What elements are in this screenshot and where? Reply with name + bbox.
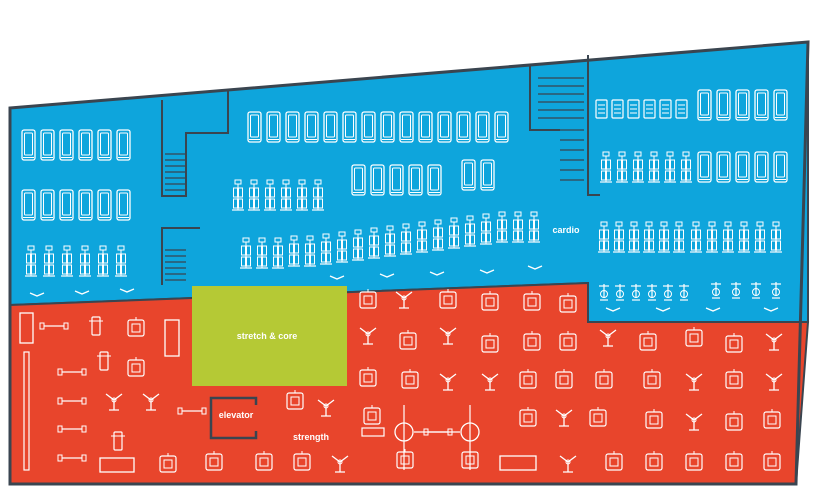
strength-label: strength [293,432,329,442]
building-outline [8,40,810,486]
stretch-core-label: stretch & core [237,331,298,341]
stairs-icon [165,249,186,281]
stairs-icon [165,153,186,191]
stretch-core-zone [192,286,347,386]
stairs-icon [538,77,584,181]
interior-walls [161,55,600,285]
strength-equipment [19,288,783,473]
cardio-label: cardio [552,225,580,235]
elevator-label: elevator [219,410,254,420]
